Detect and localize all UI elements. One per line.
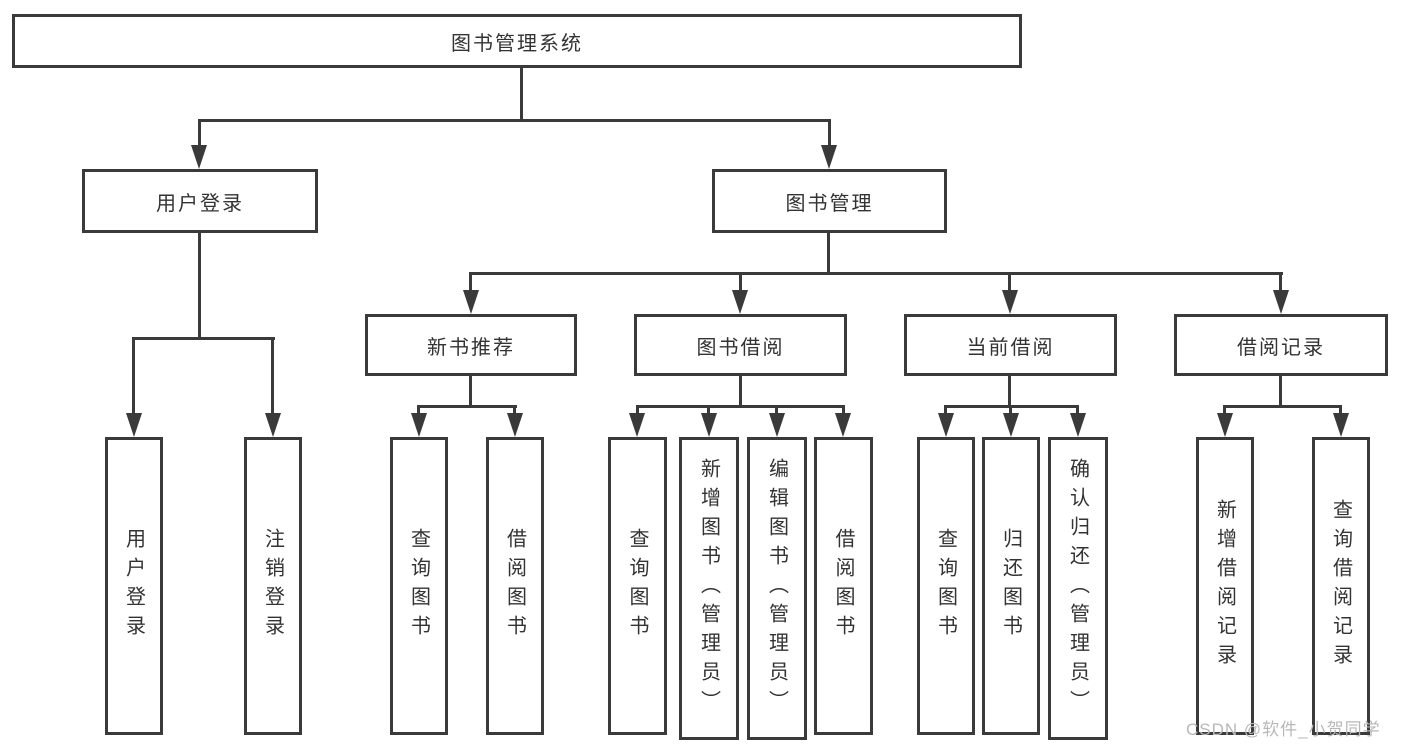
arrow-down-icon bbox=[821, 145, 837, 169]
connector-line bbox=[1223, 408, 1226, 413]
csdn-watermark: CSDN @软件_小贺同学 bbox=[1186, 720, 1381, 739]
node-book-management: 图书管理 bbox=[712, 169, 947, 233]
connector-line bbox=[707, 408, 710, 413]
node-label: 用户登录 bbox=[156, 192, 244, 215]
connector-line bbox=[636, 408, 639, 413]
leaf-query-borrow-record: 查询借阅记录 bbox=[1312, 437, 1370, 735]
connector-line bbox=[132, 337, 275, 340]
node-label: 借阅记录 bbox=[1237, 336, 1325, 359]
leaf-label: 新增借阅记录 bbox=[1213, 499, 1236, 673]
connector-line bbox=[1339, 408, 1342, 413]
leaf-label: 编辑图书（管理员） bbox=[765, 458, 788, 719]
node-user-login: 用户登录 bbox=[82, 169, 318, 233]
connector-line bbox=[842, 408, 845, 413]
connector-line bbox=[775, 408, 778, 413]
leaf-borrow-books: 借阅图书 bbox=[486, 437, 544, 735]
connector-line bbox=[469, 272, 1283, 275]
leaf-user-login: 用户登录 bbox=[105, 437, 163, 735]
leaf-label: 用户登录 bbox=[122, 528, 145, 644]
arrow-down-icon bbox=[1003, 413, 1019, 437]
leaf-label: 注销登录 bbox=[261, 528, 284, 644]
connector-line bbox=[739, 275, 742, 290]
connector-line bbox=[1076, 408, 1079, 413]
leaf-query-books: 查询图书 bbox=[608, 437, 667, 735]
connector-line bbox=[636, 405, 845, 408]
leaf-label: 借阅图书 bbox=[832, 528, 854, 644]
connector-line bbox=[132, 340, 135, 413]
arrow-down-icon bbox=[1002, 290, 1018, 314]
arrow-down-icon bbox=[629, 413, 645, 437]
arrow-down-icon bbox=[732, 290, 748, 314]
node-label: 图书管理系统 bbox=[451, 32, 583, 55]
connector-line bbox=[271, 340, 274, 413]
leaf-logout: 注销登录 bbox=[244, 437, 302, 735]
connector-line bbox=[417, 405, 517, 408]
connector-line bbox=[1008, 275, 1011, 290]
leaf-query-books: 查询图书 bbox=[917, 437, 975, 735]
connector-line bbox=[827, 233, 830, 272]
leaf-add-borrow-record: 新增借阅记录 bbox=[1196, 437, 1254, 735]
leaf-return-books: 归还图书 bbox=[982, 437, 1040, 735]
connector-line bbox=[513, 408, 516, 413]
connector-line bbox=[198, 119, 831, 122]
connector-line bbox=[469, 376, 472, 405]
leaf-label: 确认归还（管理员） bbox=[1066, 458, 1089, 719]
connector-line bbox=[417, 408, 420, 413]
leaf-confirm-return-admin: 确认归还（管理员） bbox=[1048, 437, 1108, 740]
connector-line bbox=[1223, 405, 1342, 408]
connector-line bbox=[828, 122, 831, 145]
node-borrow-records: 借阅记录 bbox=[1174, 314, 1388, 376]
connector-line bbox=[739, 376, 742, 405]
arrow-down-icon bbox=[191, 145, 207, 169]
connector-line bbox=[944, 408, 947, 413]
node-current-borrow: 当前借阅 bbox=[904, 314, 1117, 376]
connector-line bbox=[198, 233, 201, 337]
leaf-label: 新增图书（管理员） bbox=[697, 458, 720, 719]
arrow-down-icon bbox=[463, 290, 479, 314]
connector-line bbox=[1009, 408, 1012, 413]
arrow-down-icon bbox=[938, 413, 954, 437]
leaf-borrow-books: 借阅图书 bbox=[814, 437, 873, 735]
node-label: 图书借阅 bbox=[696, 336, 785, 359]
arrow-down-icon bbox=[835, 413, 851, 437]
leaf-label: 借阅图书 bbox=[503, 528, 526, 644]
connector-line bbox=[198, 122, 201, 145]
node-label: 新书推荐 bbox=[427, 336, 515, 359]
node-label: 当前借阅 bbox=[966, 336, 1055, 359]
arrow-down-icon bbox=[1070, 413, 1086, 437]
connector-line bbox=[1279, 275, 1282, 290]
arrow-down-icon bbox=[769, 413, 785, 437]
node-book-borrow: 图书借阅 bbox=[634, 314, 847, 376]
arrow-down-icon bbox=[1273, 290, 1289, 314]
leaf-label: 查询图书 bbox=[626, 528, 648, 644]
leaf-label: 查询图书 bbox=[407, 528, 430, 644]
leaf-label: 查询借阅记录 bbox=[1329, 499, 1352, 673]
node-root-library-management-system: 图书管理系统 bbox=[12, 14, 1022, 68]
arrow-down-icon bbox=[1217, 413, 1233, 437]
leaf-add-books-admin: 新增图书（管理员） bbox=[679, 437, 739, 740]
arrow-down-icon bbox=[1333, 413, 1349, 437]
node-label: 图书管理 bbox=[785, 192, 874, 215]
arrow-down-icon bbox=[701, 413, 717, 437]
connector-line bbox=[520, 68, 523, 119]
leaf-query-books: 查询图书 bbox=[390, 437, 448, 735]
arrow-down-icon bbox=[507, 413, 523, 437]
connector-line bbox=[469, 275, 472, 290]
connector-line bbox=[944, 405, 1079, 408]
connector-line bbox=[1008, 376, 1011, 405]
arrow-down-icon bbox=[265, 413, 281, 437]
arrow-down-icon bbox=[411, 413, 427, 437]
connector-line bbox=[1279, 376, 1282, 405]
leaf-label: 归还图书 bbox=[999, 528, 1022, 644]
node-new-book-recommend: 新书推荐 bbox=[365, 314, 577, 376]
leaf-edit-books-admin: 编辑图书（管理员） bbox=[747, 437, 807, 740]
arrow-down-icon bbox=[126, 413, 142, 437]
leaf-label: 查询图书 bbox=[934, 528, 957, 644]
